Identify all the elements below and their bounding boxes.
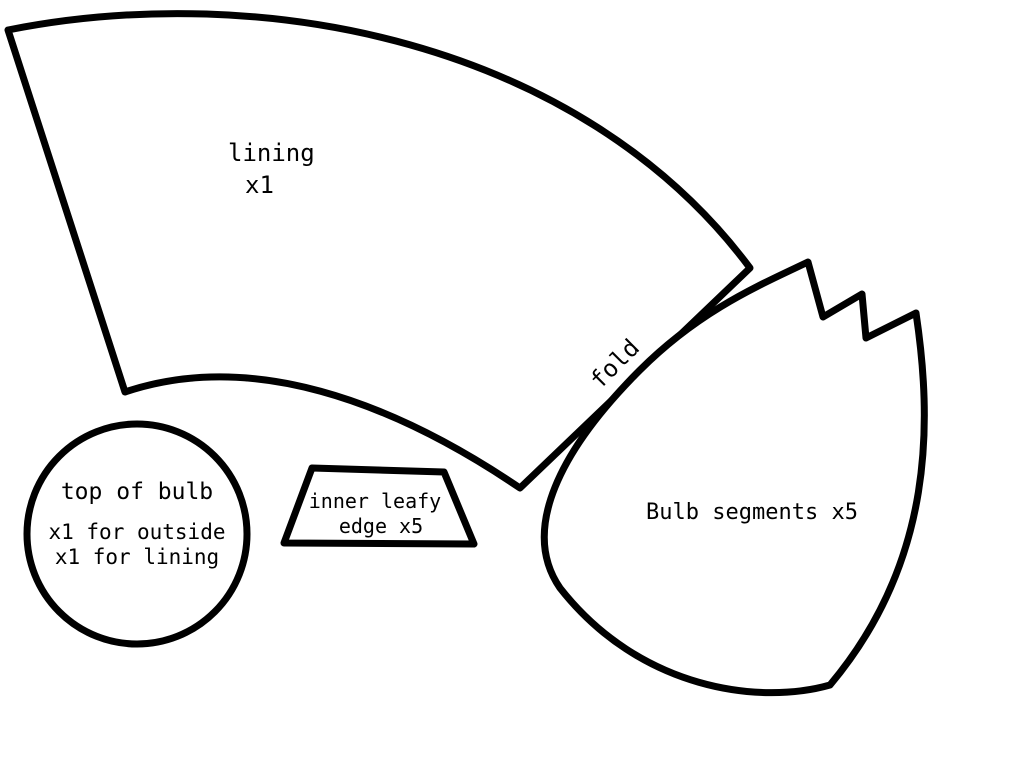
inner-leafy-edge-count: edge x5 bbox=[339, 514, 423, 538]
top-of-bulb-instruction-lining: x1 for lining bbox=[55, 545, 219, 569]
top-of-bulb-outline bbox=[23, 420, 251, 648]
lining-outline bbox=[4, 10, 754, 492]
inner-leafy-edge-outline bbox=[280, 464, 478, 548]
inner-leafy-edge-label: inner leafy bbox=[309, 489, 441, 513]
bulb-segment-piece: Bulb segments x5 bbox=[540, 258, 928, 697]
top-of-bulb-instruction-outside: x1 for outside bbox=[48, 520, 225, 544]
bulb-segments-label: Bulb segments x5 bbox=[646, 500, 858, 525]
top-of-bulb-label: top of bulb bbox=[61, 479, 213, 505]
lining-count: x1 bbox=[245, 171, 274, 199]
top-of-bulb-piece: top of bulb x1 for outside x1 for lining bbox=[23, 420, 251, 648]
lining-piece: lining x1 fold bbox=[4, 10, 754, 492]
lining-label: lining bbox=[228, 139, 315, 167]
inner-leafy-edge-piece: inner leafy edge x5 bbox=[280, 464, 478, 548]
bulb-segment-outline bbox=[540, 258, 928, 697]
